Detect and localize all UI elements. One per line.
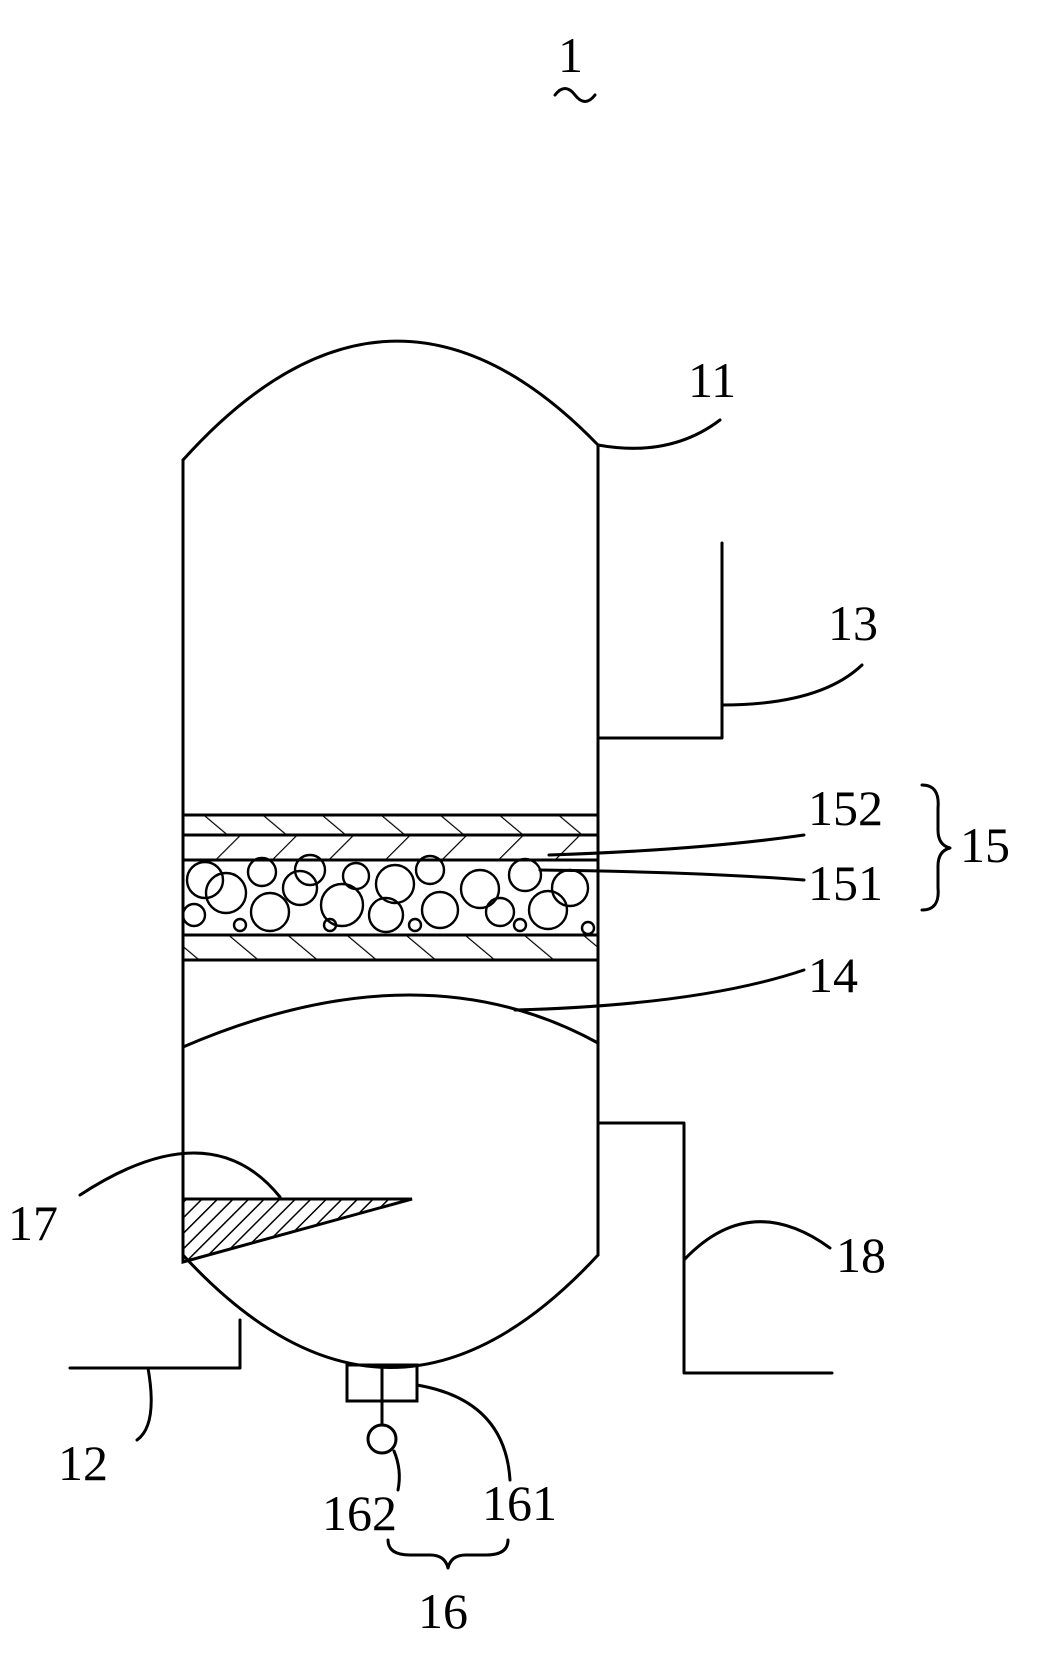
- label-151: 151: [808, 855, 883, 911]
- label-152: 152: [808, 780, 883, 836]
- brace-16: [386, 1538, 510, 1570]
- curved-plate-14: [181, 993, 600, 1049]
- label-11: 11: [688, 352, 736, 408]
- label-14: 14: [808, 947, 858, 1003]
- label-161: 161: [482, 1475, 557, 1531]
- inlet-pipe-12: [68, 1318, 242, 1370]
- label-17: 17: [8, 1195, 58, 1251]
- label-162: 162: [322, 1485, 397, 1541]
- baffle-17: [181, 1197, 413, 1264]
- label-15: 15: [960, 817, 1010, 873]
- drain-gauge-162: [366, 1423, 398, 1455]
- filter-layer-151: [181, 853, 596, 936]
- label-16: 16: [418, 1583, 468, 1639]
- filter-assembly-15: [181, 813, 600, 962]
- outlet-pipe-13: [596, 541, 724, 740]
- drain-assembly-16: [345, 1363, 419, 1455]
- outlet-pipe-18: [596, 1121, 834, 1375]
- figure-number: 1: [558, 27, 583, 83]
- leader-lines: [78, 87, 864, 1492]
- brace-15: [920, 783, 952, 912]
- label-18: 18: [836, 1227, 886, 1283]
- filter-layer-152: [183, 835, 598, 860]
- label-12: 12: [58, 1435, 108, 1491]
- label-13: 13: [828, 595, 878, 651]
